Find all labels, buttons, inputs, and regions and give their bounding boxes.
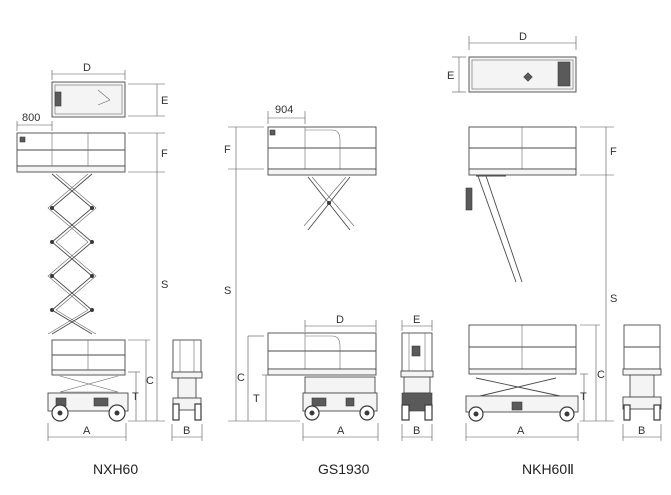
dim-label-t: T <box>132 391 139 403</box>
nkh60ii-stowed-side <box>465 324 579 422</box>
nxh60-dim-f: F <box>128 132 168 173</box>
gs1930-dim-b: B <box>401 424 433 441</box>
model-caption-nxh60: NXH60 <box>93 461 138 477</box>
nxh60-front-view <box>171 339 203 421</box>
nxh60-dim-d: D <box>51 62 126 80</box>
nxh60-dim-c-t: C T <box>128 339 154 421</box>
dim-label-c: C <box>597 369 605 381</box>
nkh60ii-dim-d: D <box>468 31 577 50</box>
dim-label-a: A <box>517 425 525 437</box>
gs1930-dim-904: 904 <box>267 104 306 124</box>
dim-label-a: A <box>83 425 91 437</box>
dim-label-800: 800 <box>22 112 40 124</box>
model-caption-gs1930: GS1930 <box>318 461 370 477</box>
dim-label-b: B <box>638 425 645 437</box>
nkh60ii-dim-f-s: F S <box>580 126 617 422</box>
nxh60-top-view <box>51 81 126 118</box>
dim-label-c: C <box>146 375 154 387</box>
gs1930-dim-f-s: F S <box>224 126 300 422</box>
dim-label-d: D <box>519 31 527 43</box>
gs1930-dim-e: E <box>401 314 433 331</box>
dim-label-c: C <box>237 372 245 384</box>
dim-label-f: F <box>224 144 231 156</box>
dim-label-904: 904 <box>275 104 293 116</box>
nxh60-stowed-side <box>47 339 129 422</box>
dim-label-t: T <box>580 391 587 403</box>
nkh60ii-top-view <box>468 56 577 93</box>
nkh60ii-dim-e: E <box>447 56 466 93</box>
nxh60-dim-a: A <box>47 423 127 441</box>
dim-label-a: A <box>337 425 345 437</box>
nkh60ii-elevated <box>465 126 577 283</box>
nxh60-dim-800: 800 <box>16 112 53 131</box>
dim-label-s: S <box>161 279 168 291</box>
dim-label-s: S <box>224 285 231 297</box>
nxh60-dim-s: S <box>128 172 168 422</box>
gs1930-dim-a: A <box>302 423 379 441</box>
nxh60-dim-b: B <box>171 424 203 441</box>
gs1930-dim-c-t: C T <box>237 335 272 421</box>
model-caption-nkh60ii: NKH60Ⅱ <box>522 461 574 477</box>
nkh60ii-dim-c-t: C T <box>580 324 605 421</box>
dim-label-e: E <box>161 95 168 107</box>
nkh60ii-dim-b: B <box>622 424 662 441</box>
dim-label-b: B <box>183 425 190 437</box>
dim-label-e: E <box>413 314 420 326</box>
dim-label-f: F <box>161 148 168 160</box>
nxh60-dim-e: E <box>128 83 168 117</box>
dim-label-d: D <box>336 314 344 326</box>
gs1930-front-view <box>400 332 434 421</box>
dim-label-d: D <box>83 62 91 74</box>
dim-label-f: F <box>610 146 617 158</box>
nxh60-elevated <box>16 132 126 335</box>
gs1930-stowed-side <box>267 332 378 421</box>
dim-label-e: E <box>447 70 454 82</box>
dim-label-s: S <box>610 293 617 305</box>
nkh60ii-dim-a: A <box>465 423 579 441</box>
gs1930-elevated <box>267 126 377 231</box>
dim-label-t: T <box>253 393 260 405</box>
nkh60ii-front-view <box>622 324 662 421</box>
dim-label-b: B <box>413 425 420 437</box>
gs1930-dim-d: D <box>304 314 377 332</box>
